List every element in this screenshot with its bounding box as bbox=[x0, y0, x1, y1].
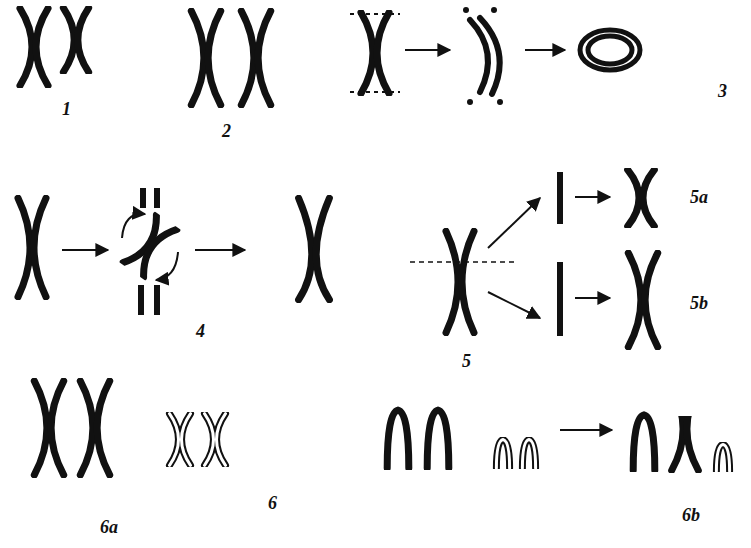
figure-number: 5a bbox=[690, 188, 708, 206]
figure-number: 5b bbox=[690, 294, 708, 312]
figure-number: 1 bbox=[62, 100, 71, 118]
figure-number: 6b bbox=[682, 506, 700, 524]
figure-number: 4 bbox=[196, 322, 205, 340]
figure-number: 6a bbox=[100, 518, 118, 536]
figure-number: 2 bbox=[222, 122, 231, 140]
figure-number: 6 bbox=[268, 494, 277, 512]
figure-number: 5 bbox=[462, 352, 471, 370]
figure-number: 3 bbox=[718, 82, 727, 100]
